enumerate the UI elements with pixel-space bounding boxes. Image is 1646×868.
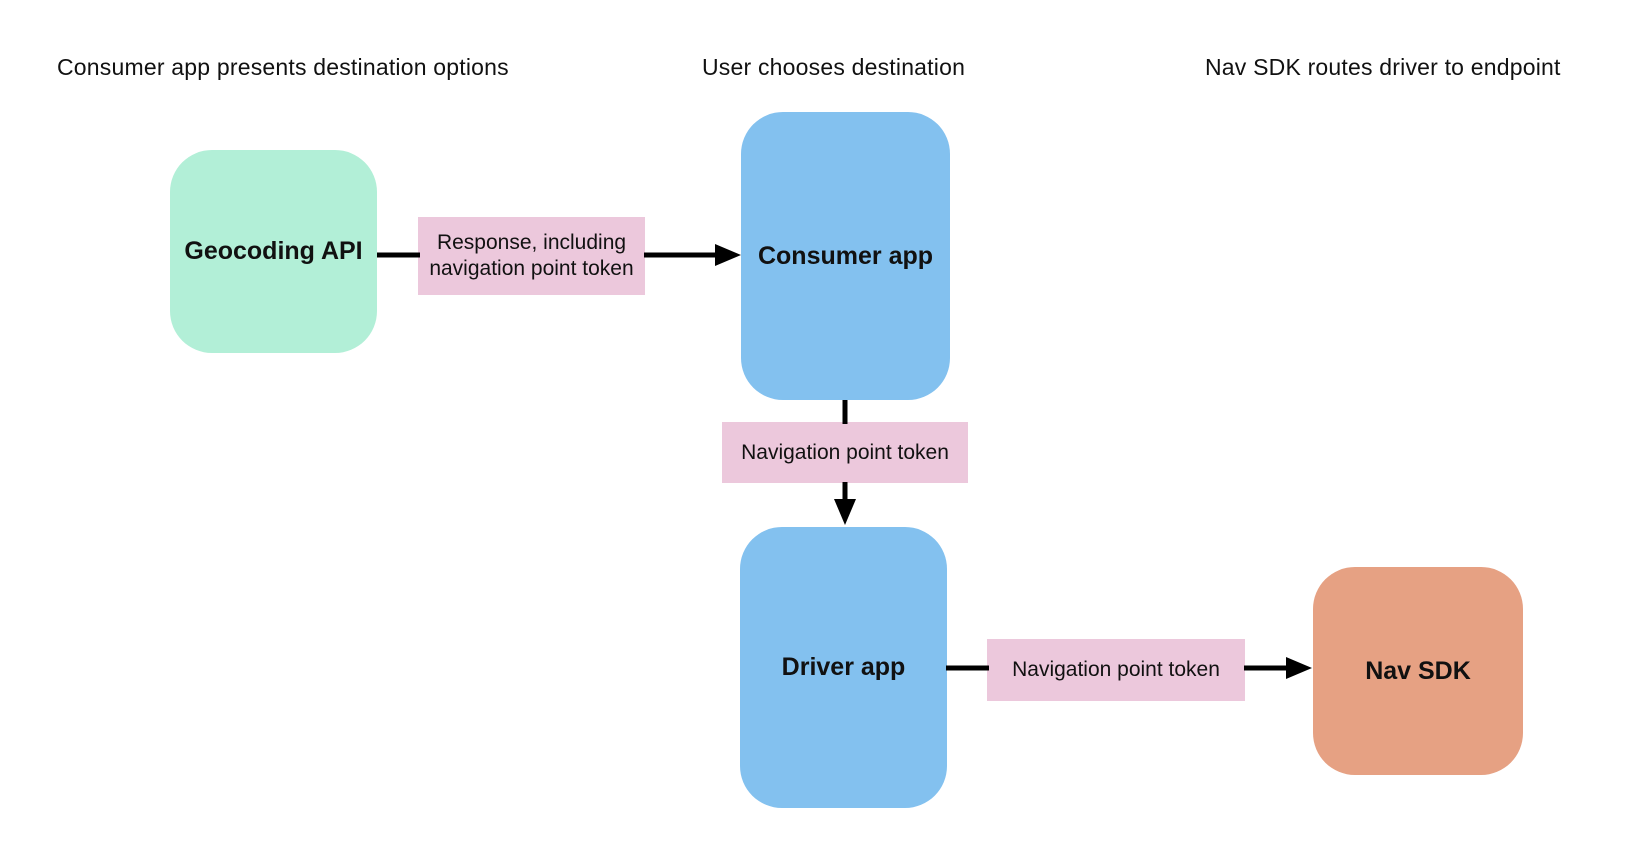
column-header-navsdk-routes: Nav SDK routes driver to endpoint [1205, 54, 1561, 80]
node-geocoding-api: Geocoding API [170, 150, 377, 353]
edge-label-token-driver-to-navsdk: Navigation point token [987, 639, 1245, 701]
node-consumer-app-label: Consumer app [757, 241, 934, 270]
column-header-user-chooses: User chooses destination [702, 54, 966, 80]
node-nav-sdk: Nav SDK [1313, 567, 1523, 775]
edge-label-response-token: Response, including navigation point tok… [418, 217, 645, 295]
edge-label-token-consumer-to-driver: Navigation point token [722, 422, 968, 483]
node-consumer-app: Consumer app [741, 112, 950, 400]
node-geocoding-api-label: Geocoding API [184, 237, 363, 265]
column-header-consumer-presents: Consumer app presents destination option… [57, 54, 509, 80]
node-driver-app-label: Driver app [781, 653, 906, 681]
node-driver-app: Driver app [740, 527, 947, 808]
node-nav-sdk-label: Nav SDK [1365, 656, 1471, 685]
